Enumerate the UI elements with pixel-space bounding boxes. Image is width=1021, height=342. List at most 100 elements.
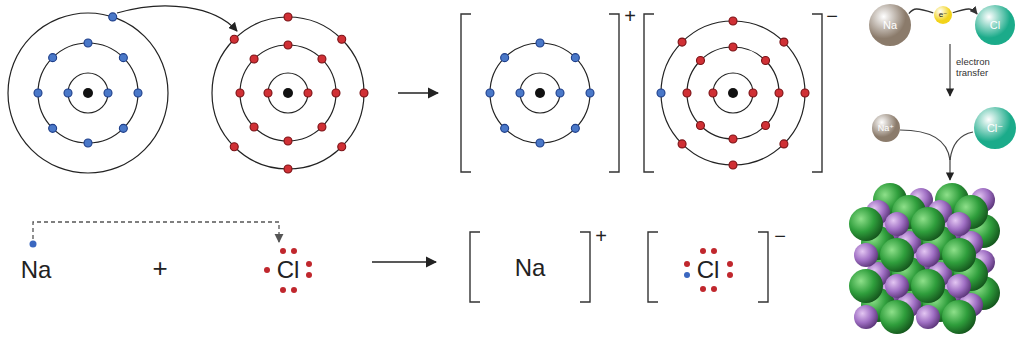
electron-shell	[520, 73, 560, 113]
electron	[762, 122, 770, 130]
electron	[332, 89, 340, 97]
electron	[729, 161, 737, 169]
reaction-arrow	[398, 92, 438, 94]
electron	[729, 17, 737, 25]
electron	[556, 89, 564, 97]
electron	[586, 89, 594, 97]
electron-shell	[661, 21, 805, 165]
electron	[678, 38, 686, 46]
electron	[501, 124, 509, 132]
ion-sphere	[849, 269, 883, 303]
formula-text: Na	[21, 258, 52, 282]
electron	[780, 38, 788, 46]
electron	[709, 89, 717, 97]
ion-sphere	[916, 243, 940, 267]
electron	[762, 56, 770, 64]
formula-text: +	[595, 226, 607, 246]
electron	[696, 56, 704, 64]
node-label: Na	[883, 20, 897, 31]
electron	[250, 55, 258, 63]
electron-shell	[68, 73, 108, 113]
electron	[318, 123, 326, 131]
formula-text: +	[624, 6, 636, 26]
ion-sphere	[880, 238, 914, 272]
electron-shell	[268, 73, 308, 113]
formula-text: Na	[515, 256, 546, 280]
node-label: Cl	[990, 20, 1000, 31]
node-label: Cl⁻	[987, 123, 1003, 134]
nucleus	[535, 88, 545, 98]
electron	[84, 139, 92, 147]
transfer-arrow	[117, 6, 237, 31]
electron	[516, 89, 524, 97]
ion-ball: Cl	[975, 5, 1015, 45]
electron	[119, 54, 127, 62]
electron	[284, 165, 292, 173]
ion-sphere	[911, 207, 945, 241]
electron	[338, 35, 346, 43]
electron	[284, 137, 292, 145]
electron	[119, 124, 127, 132]
electron	[657, 89, 665, 97]
electron	[109, 13, 117, 21]
ion-sphere	[942, 300, 976, 334]
formula-text: Cl	[697, 258, 720, 282]
transfer-connector	[909, 9, 933, 14]
electron	[775, 89, 783, 97]
node-label: e⁻	[939, 11, 948, 19]
formula-text: +	[152, 255, 167, 281]
nucleus	[83, 88, 93, 98]
electron	[678, 140, 686, 148]
electron	[284, 41, 292, 49]
electron	[729, 135, 737, 143]
electron-shell	[38, 43, 138, 143]
electron	[264, 89, 272, 97]
electron	[360, 89, 368, 97]
atom-model	[657, 17, 809, 169]
electron	[304, 89, 312, 97]
ion-brackets	[461, 14, 822, 302]
ion-sphere	[942, 238, 976, 272]
electron	[683, 89, 691, 97]
electron	[729, 43, 737, 51]
electron	[801, 89, 809, 97]
ion-ball: Cl⁻	[974, 107, 1016, 149]
electron-shell	[240, 45, 336, 141]
electron	[64, 89, 72, 97]
electron	[34, 89, 42, 97]
bohr-models	[8, 13, 809, 173]
atom-model	[8, 13, 168, 173]
electron-shell	[687, 47, 779, 139]
nucleus	[283, 88, 293, 98]
lewis-dots	[30, 222, 734, 293]
atom-model	[212, 13, 368, 173]
ion-sphere	[880, 300, 914, 334]
electron	[749, 89, 757, 97]
ion-ball: Na	[869, 4, 911, 46]
electron	[49, 54, 57, 62]
electron	[338, 143, 346, 151]
electron	[250, 123, 258, 131]
crystal-lattice	[849, 183, 1000, 334]
electron	[780, 140, 788, 148]
ion-sphere	[947, 274, 971, 298]
electron	[104, 89, 112, 97]
ion-ball: Na⁺	[872, 114, 900, 142]
electron-shell	[212, 17, 364, 169]
transfer-connector	[953, 9, 977, 14]
formula-text: −	[826, 6, 838, 26]
electron	[84, 39, 92, 47]
electron	[696, 122, 704, 130]
ion-sphere	[885, 274, 909, 298]
formula-text: Cl	[277, 258, 300, 282]
electron	[230, 143, 238, 151]
node-label: Na⁺	[878, 124, 894, 133]
electron	[536, 39, 544, 47]
reaction-arrow	[372, 261, 436, 263]
ion-sphere	[885, 212, 909, 236]
electron	[571, 124, 579, 132]
ion-sphere	[916, 305, 940, 329]
electron	[134, 89, 142, 97]
